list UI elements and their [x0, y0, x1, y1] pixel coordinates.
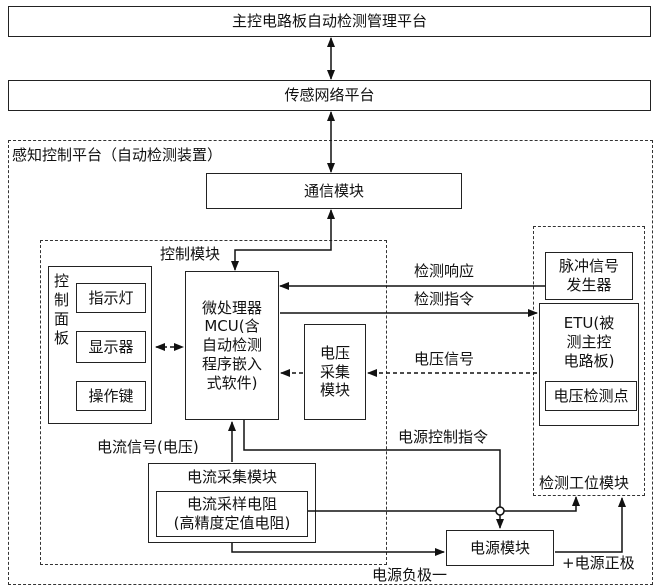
comm-module-label: 通信模块 [303, 181, 364, 200]
top-platform-box: 主控电路板自动检测管理平台 [8, 6, 651, 37]
pulse-gen-box: 脉冲信号 发生器 [545, 252, 633, 300]
detect-response-label: 检测响应 [414, 262, 475, 280]
mcu-label: 微处理器 MCU(含 自动检测 程序嵌入 式软件) [201, 298, 262, 392]
sensing-platform-label: 感知控制平台（自动检测装置） [12, 146, 223, 164]
station-module-frame [533, 226, 645, 496]
keys-label: 操作键 [88, 386, 134, 405]
comm-module-box: 通信模块 [206, 173, 462, 209]
link-comm-mcu [231, 209, 335, 271]
etu-label: ETU(被 测主控 电路板) [563, 314, 615, 370]
voltage-signal-label: 电压信号 [414, 350, 475, 368]
voltage-point-label: 电压检测点 [553, 386, 629, 405]
sensor-network-box: 传感网络平台 [8, 80, 651, 111]
detect-command-label: 检测指令 [414, 290, 475, 308]
display-box: 显示器 [76, 331, 146, 363]
link-resistor-station [308, 496, 580, 512]
voltage-point-box: 电压检测点 [545, 381, 637, 411]
display-label: 显示器 [88, 337, 134, 356]
control-module-frame [40, 240, 387, 565]
indicator-label: 指示灯 [88, 288, 134, 307]
power-control-label: 电源控制指令 [398, 428, 489, 446]
current-resistor-label: 电流采样电阻 (高精度定值电阻) [173, 495, 291, 532]
pos-pole-label: +电源正极 [562, 554, 635, 572]
link-power-control [243, 420, 504, 529]
link-neg-pole [231, 543, 445, 556]
current-resistor-box: 电流采样电阻 (高精度定值电阻) [156, 491, 308, 537]
station-module-label: 检测工位模块 [539, 474, 630, 492]
mcu-box: 微处理器 MCU(含 自动检测 程序嵌入 式软件) [185, 271, 279, 420]
voltage-acq-label: 电压 采集 模块 [319, 343, 350, 400]
link-pos-pole [555, 497, 626, 553]
power-module-box: 电源模块 [446, 530, 554, 566]
top-platform-label: 主控电路板自动检测管理平台 [231, 12, 427, 31]
current-signal-label: 电流信号(电压) [97, 438, 199, 456]
sensor-network-label: 传感网络平台 [284, 86, 375, 105]
neg-pole-label: 电源负极一 [372, 566, 448, 584]
indicator-box: 指示灯 [76, 283, 146, 313]
power-module-label: 电源模块 [469, 538, 530, 557]
control-module-label: 控制模块 [160, 245, 221, 263]
keys-box: 操作键 [76, 381, 146, 411]
pulse-gen-label: 脉冲信号 发生器 [558, 257, 619, 294]
current-acq-label: 电流采集模块 [186, 468, 277, 486]
voltage-acq-box: 电压 采集 模块 [304, 324, 366, 420]
control-panel-label: 控 制 面 板 [54, 272, 70, 347]
